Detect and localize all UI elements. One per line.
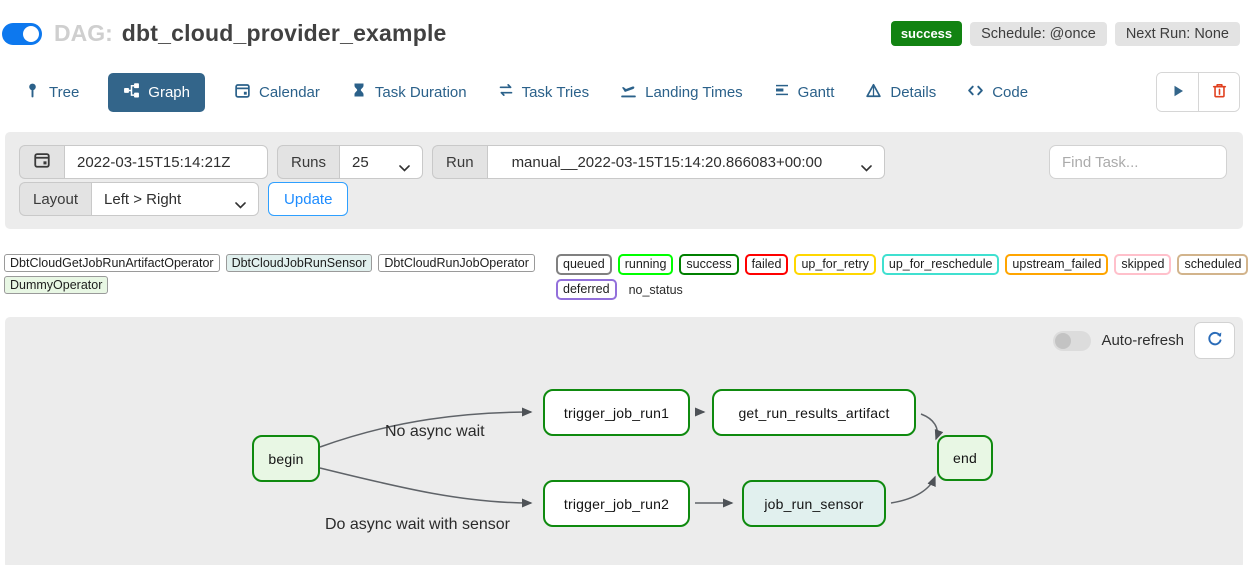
operator-badge: DbtCloudGetJobRunArtifactOperator [4,254,220,272]
status-legend-badge[interactable]: upstream_failed [1005,254,1109,275]
layout-select[interactable]: Left > Right [91,182,260,216]
run-select-group: Run manual__2022-03-15T15:14:20.866083+0… [432,145,885,179]
chevron-down-icon [399,159,410,172]
base-date-group [19,145,268,179]
status-legend-badge[interactable]: deferred [556,279,617,300]
task-node-get-run-results-artifact[interactable]: get_run_results_artifact [712,389,916,436]
delete-dag-button[interactable] [1198,73,1239,111]
update-button[interactable]: Update [268,182,349,216]
status-legend-badge[interactable]: scheduled [1177,254,1248,275]
calendar-addon [19,145,64,179]
edge-sensor-end [890,475,936,504]
runs-label: Runs [277,145,340,179]
status-legend-badge[interactable]: running [617,254,674,275]
chevron-down-icon [235,196,246,209]
dag-header: DAG: dbt_cloud_provider_example success … [0,0,1248,47]
layout-group: Layout Left > Right [19,182,260,216]
operator-badge: DbtCloudJobRunSensor [225,254,373,272]
num-runs-select[interactable]: 25 [339,145,424,179]
header-badges: success Schedule: @once Next Run: None [890,21,1240,46]
task-node-job-run-sensor[interactable]: job_run_sensor [742,480,886,527]
tab-landing-times[interactable]: Landing Times [618,73,745,112]
find-task-input[interactable] [1049,145,1227,179]
tab-details[interactable]: Details [863,73,938,112]
triangle-icon [865,82,882,103]
dag-label: DAG: [54,20,113,46]
tab-task-duration[interactable]: Task Duration [349,73,469,111]
filter-panel: Runs 25 Run manual__2022-03-15T15:14:20.… [5,132,1243,229]
status-legend-badge[interactable]: up_for_retry [794,254,876,275]
refresh-button[interactable] [1194,322,1235,359]
toggle-knob [23,25,39,42]
num-runs-group: Runs 25 [277,145,424,179]
task-node-trigger-job-run2[interactable]: trigger_job_run2 [543,480,690,527]
status-legend: queued running success failed up_for_ret… [556,254,1248,304]
calendar-icon [234,82,251,103]
status-legend-badge[interactable]: up_for_reschedule [881,254,1000,275]
dag-graph-panel: Auto-refresh No async wait Do async wait… [5,317,1243,565]
edge-label-async-sensor: Do async wait with sensor [325,516,510,533]
hourglass-icon [351,82,367,102]
page-title: dbt_cloud_provider_example [121,20,447,46]
code-icon [967,82,984,103]
status-legend-badge[interactable]: failed [744,254,789,275]
run-select[interactable]: manual__2022-03-15T15:14:20.866083+00:00 [486,145,885,179]
plane-landing-icon [620,82,637,103]
trash-icon [1211,82,1228,102]
operator-legend: DbtCloudGetJobRunArtifactOperator DbtClo… [4,254,556,298]
refresh-icon [1206,330,1224,351]
chevron-down-icon [860,159,872,172]
base-date-input[interactable] [64,145,268,179]
tab-task-tries[interactable]: Task Tries [496,73,592,111]
tab-code[interactable]: Code [965,73,1030,112]
status-legend-badge[interactable]: skipped [1114,254,1172,275]
dag-action-buttons [1156,72,1240,112]
dag-pause-toggle[interactable] [2,22,42,45]
trigger-dag-button[interactable] [1157,73,1198,111]
graph-icon [123,82,140,103]
edge-begin-trigger2 [319,467,533,508]
tab-gantt[interactable]: Gantt [772,73,837,111]
view-tabbar: Tree Graph Calendar Task Duration Task T… [0,72,1248,112]
dag-edges [319,407,944,508]
toggle-knob [1055,332,1072,349]
graph-controls: Auto-refresh [1053,322,1235,359]
layout-label: Layout [19,182,92,216]
status-legend-badge[interactable]: queued [556,254,612,275]
calendar-icon [33,151,51,173]
schedule-badge: Schedule: @once [970,21,1107,46]
tab-calendar[interactable]: Calendar [232,73,322,112]
auto-refresh-label: Auto-refresh [1101,332,1184,349]
auto-refresh-toggle[interactable] [1053,330,1092,351]
repeat-icon [498,82,514,102]
edge-artifact-end [920,413,944,441]
next-run-badge: Next Run: None [1114,21,1240,46]
status-badge: success [890,21,963,46]
operator-badge: DummyOperator [4,276,109,294]
play-icon [1170,83,1186,102]
task-node-begin[interactable]: begin [252,435,320,482]
tab-tree[interactable]: Tree [22,73,81,112]
edge-label-no-async: No async wait [385,423,485,440]
task-node-end[interactable]: end [937,435,993,481]
legend: DbtCloudGetJobRunArtifactOperator DbtClo… [4,254,1248,304]
tab-graph[interactable]: Graph [108,72,205,112]
run-label: Run [432,145,487,179]
no-status-label: no_status [628,282,683,297]
status-legend-badge[interactable]: success [679,254,739,275]
edge-begin-trigger1 [319,407,533,448]
task-node-trigger-job-run1[interactable]: trigger_job_run1 [543,389,690,436]
operator-badge: DbtCloudRunJobOperator [378,254,535,272]
gantt-icon [774,82,790,102]
pin-icon [24,82,41,103]
